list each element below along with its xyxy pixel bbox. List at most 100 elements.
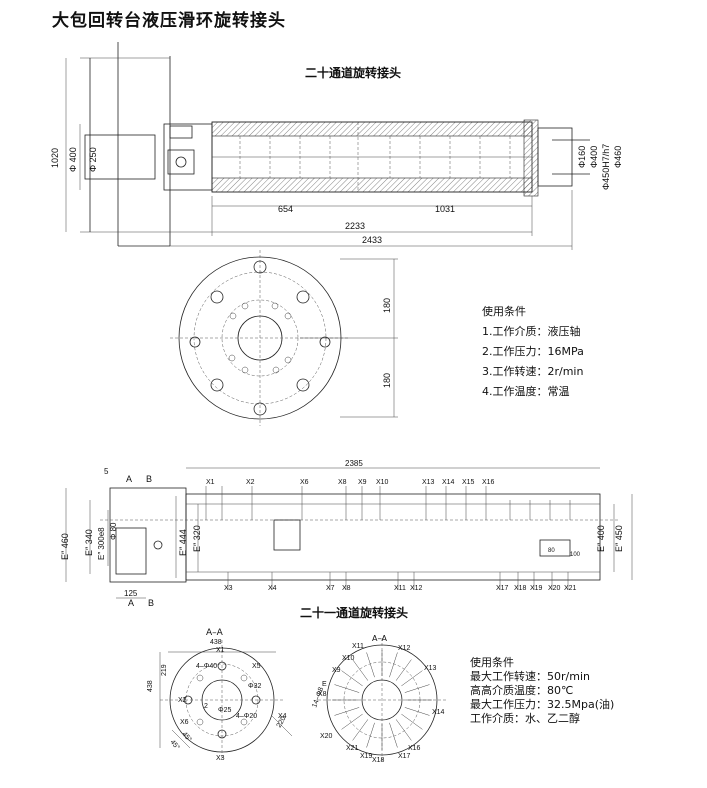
channel-spoke: [352, 719, 369, 741]
channel-spoke: [395, 659, 412, 681]
dim-2233: 2233: [345, 221, 365, 231]
right-view-label: X18: [372, 757, 385, 764]
channel-spoke: [389, 722, 398, 748]
left-view-label: 438: [147, 680, 154, 692]
dim-r400: E″ 400: [596, 525, 606, 552]
right-view-label: X9: [332, 667, 341, 674]
right-view-label: X10: [342, 655, 355, 662]
section3-heading: 二十一通道旋转接头: [300, 606, 409, 620]
dim-d400r: Φ400: [589, 146, 599, 168]
dim-h340: E″ 340: [84, 529, 94, 556]
dim-2385: 2385: [345, 459, 363, 468]
dim-180a: 180: [382, 298, 392, 313]
right-view-label: X21: [346, 745, 359, 752]
left-view-label: X5: [252, 663, 261, 670]
port-label: X11: [394, 585, 406, 592]
port-label: X1: [206, 479, 215, 486]
right-view-label: X12: [398, 645, 411, 652]
channel-spoke: [401, 713, 423, 730]
channel-spoke: [366, 722, 375, 748]
dim-2433: 2433: [362, 235, 382, 245]
dim-h460: E″ 460: [60, 533, 70, 560]
dim-d250: Φ 250: [88, 147, 98, 172]
port-label: X8: [338, 479, 347, 486]
dim-1020: 1020: [50, 148, 60, 168]
left-view-label: 4–Φ20: [236, 713, 257, 720]
port-label: X19: [530, 585, 543, 592]
conditions-2-item: 工作介质：水、乙二醇: [470, 712, 580, 725]
right-view-label: X17: [398, 753, 411, 760]
dim-h320: E″ 320: [192, 525, 202, 552]
label-a-top: A: [126, 474, 132, 484]
left-view-label: X2: [178, 697, 187, 704]
left-view-label: X1: [216, 647, 225, 654]
label-a-bottom: A: [128, 598, 134, 608]
conditions-1: 使用条件 1.工作介质：液压轴 2.工作压力：16MPa 3.工作转速：2r/m…: [482, 302, 584, 402]
port-label: X16: [482, 479, 495, 486]
right-view-label: X11: [352, 643, 364, 650]
conditions-1-item: 2.工作压力：16MPa: [482, 345, 584, 358]
dim-180b: 180: [382, 373, 392, 388]
port-label: X20: [548, 585, 561, 592]
dim-d400: Φ 400: [68, 147, 78, 172]
section1-dims: 1020 Φ 400 Φ 250 Φ160 Φ400 Φ450H7/h7 Φ46…: [50, 144, 623, 245]
channel-spoke: [395, 719, 412, 741]
conditions-2-item: 高高介质温度：80℃: [470, 684, 574, 697]
port-label: X17: [496, 585, 509, 592]
left-view-label: 219: [161, 664, 168, 676]
dim-d160: Φ160: [577, 146, 587, 168]
dim-s100: 100: [570, 552, 581, 558]
port-label: X14: [442, 479, 455, 486]
left-view-label: Φ32: [248, 683, 261, 690]
port-label: X9: [358, 479, 367, 486]
section3-left-view: [159, 640, 293, 760]
left-view-label: Φ25: [218, 707, 231, 714]
channel-spoke: [366, 652, 375, 678]
conditions-1-item: 4.工作温度：常温: [482, 385, 570, 398]
section3-right-view: [318, 638, 446, 762]
left-view-label: 2: [204, 703, 208, 710]
right-view-label: E: [322, 681, 327, 688]
channel-spoke: [341, 713, 363, 730]
port-label: X21: [564, 585, 577, 592]
dim-h80: Φ 80: [109, 522, 118, 540]
conditions-1-heading: 使用条件: [482, 305, 526, 318]
channel-spoke: [352, 659, 369, 681]
conditions-2-item: 最大工作转速：50r/min: [470, 670, 590, 683]
conditions-2-item: 最大工作压力：32.5Mpa(油): [470, 698, 615, 711]
left-view-label: 45°: [180, 730, 193, 743]
right-view-label: X8: [318, 691, 327, 698]
dim-r450: E″ 450: [614, 525, 624, 552]
channel-spoke: [404, 684, 430, 693]
conditions-2-heading: 使用条件: [470, 656, 514, 669]
port-label: X2: [246, 479, 255, 486]
dim-d460: Φ460: [613, 146, 623, 168]
port-label: X4: [268, 585, 277, 592]
right-view-label: X14: [432, 709, 445, 716]
left-view-label: 45°: [168, 738, 181, 751]
section1-assembly-drawing: [65, 42, 590, 250]
port-label: X7: [326, 585, 335, 592]
dim-h444: E″ 444: [178, 529, 188, 556]
port-label: X13: [422, 479, 435, 486]
port-label: X8: [342, 585, 351, 592]
left-view-label: X6: [180, 719, 189, 726]
dim-125: 125: [124, 589, 138, 598]
port-label: X6: [300, 479, 309, 486]
dim-s80: 80: [548, 548, 555, 554]
port-label: X3: [224, 585, 233, 592]
dim-1031: 1031: [435, 204, 455, 214]
dim-h300: E″ 300e8: [97, 527, 106, 560]
channel-spoke: [341, 670, 363, 687]
channel-spoke: [389, 652, 398, 678]
right-view-label: X13: [424, 665, 437, 672]
conditions-2: 使用条件 最大工作转速：50r/min 高高介质温度：80℃ 最大工作压力：32…: [470, 656, 614, 726]
right-view-label: X16: [408, 745, 421, 752]
right-view-label: X19: [360, 753, 373, 760]
channel-spoke: [404, 707, 430, 716]
